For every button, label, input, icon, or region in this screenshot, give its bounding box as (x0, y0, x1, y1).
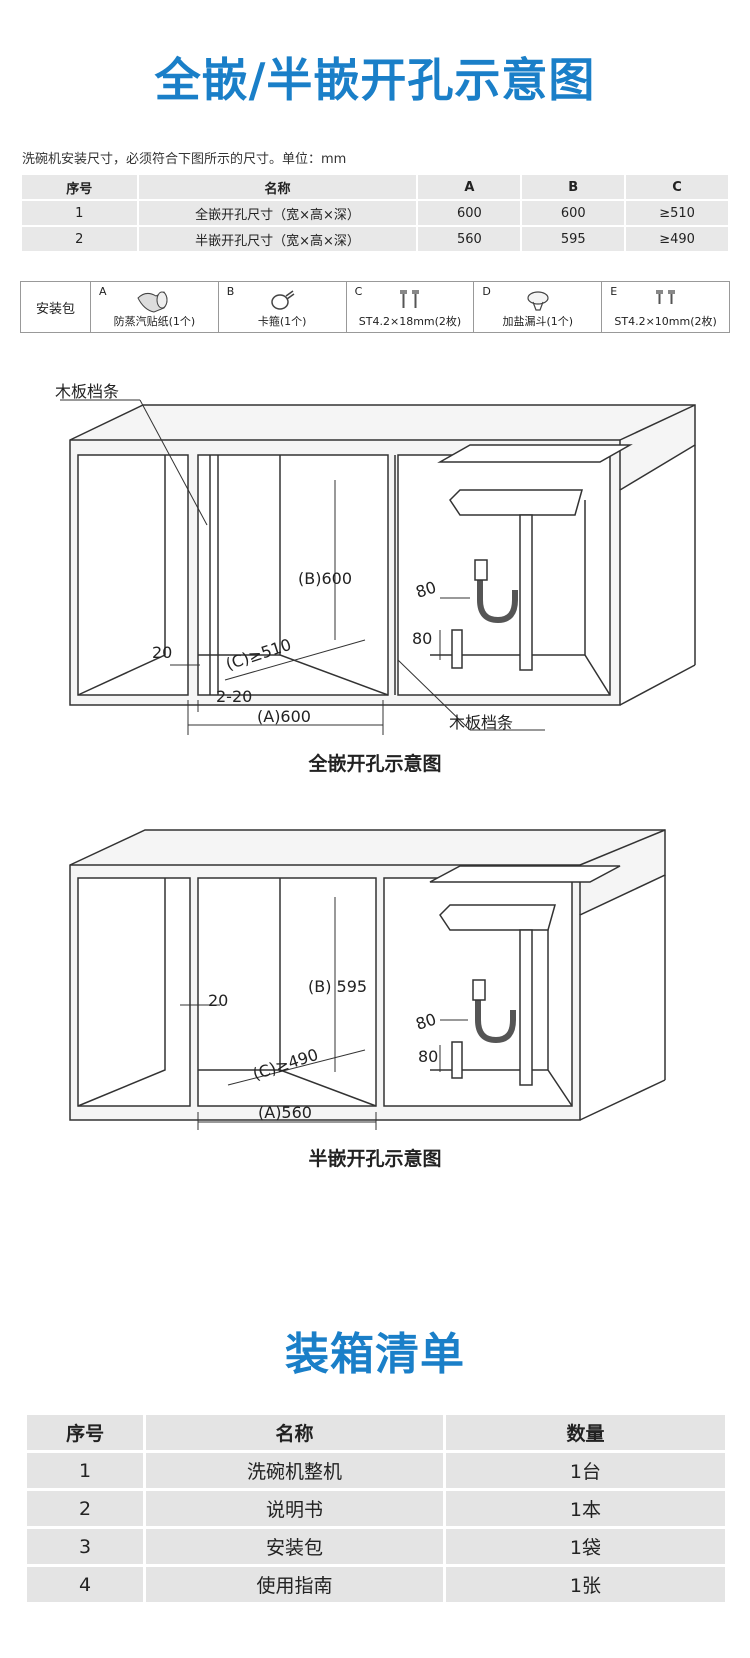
spec-header: 序号 (22, 175, 137, 199)
dim-height: (B) 595 (308, 977, 367, 996)
table-cell: 600 (522, 201, 625, 225)
half-builtin-diagram: (B) 595 (C)≥490 (A)560 20 80 80 (69, 829, 666, 1130)
kit-item-a: A 防蒸汽贴纸(1个) (91, 282, 219, 332)
dim-gap: 20 (152, 643, 172, 662)
packing-header: 序号 (27, 1415, 144, 1450)
kit-letter: C (354, 285, 363, 298)
table-cell: 2 (27, 1491, 144, 1526)
salt-funnel-icon (527, 291, 549, 311)
kit-item-d: D 加盐漏斗(1个) (474, 282, 603, 332)
dim-width: (A)600 (257, 707, 311, 726)
sticker-roll-icon (137, 291, 168, 313)
kit-name: 加盐漏斗(1个) (502, 315, 574, 328)
table-row: 2 说明书 1本 (27, 1491, 725, 1526)
board-label-top: 木板档条 (55, 382, 119, 401)
packing-title: 装箱清单 (285, 1329, 465, 1380)
table-cell: 560 (418, 227, 521, 251)
table-cell: 4 (27, 1567, 144, 1602)
table-cell: 安装包 (146, 1529, 443, 1564)
packing-header-row: 序号 名称 数量 (27, 1415, 725, 1450)
table-row: 2 半嵌开孔尺寸（宽×高×深） 560 595 ≥490 (22, 227, 728, 251)
kit-letter: A (99, 285, 107, 298)
dim-width: (A)560 (258, 1103, 312, 1122)
table-cell: 1 (27, 1453, 144, 1488)
table-cell: 2 (22, 227, 137, 251)
hose-clamp-icon (271, 290, 295, 310)
packing-table: 序号 名称 数量 1 洗碗机整机 1台 2 说明书 1本 3 安装包 1袋 4 … (24, 1412, 728, 1605)
table-row: 3 安装包 1袋 (27, 1529, 725, 1564)
dim-height: (B)600 (298, 569, 352, 588)
table-cell: 全嵌开孔尺寸（宽×高×深） (138, 201, 417, 225)
kit-letter: B (226, 285, 235, 298)
kit-letter: D (482, 285, 491, 298)
page-title: 全嵌/半嵌开孔示意图 (154, 53, 596, 107)
spec-header: B (522, 175, 625, 199)
full-diagram-caption: 全嵌开孔示意图 (308, 753, 442, 775)
kit-name: ST4.2×18mm(2枚) (358, 315, 462, 328)
table-cell: 595 (522, 227, 625, 251)
board-label-bottom: 木板档条 (449, 713, 513, 732)
half-diagram-caption: 半嵌开孔示意图 (308, 1148, 442, 1170)
spec-header: A (418, 175, 521, 199)
table-cell: 说明书 (146, 1491, 443, 1526)
dim-gap-range: 2-20 (216, 687, 252, 706)
table-cell: 3 (27, 1529, 144, 1564)
kit-name: 防蒸汽贴纸(1个) (113, 315, 196, 328)
packing-header: 名称 (146, 1415, 443, 1450)
spec-table: 序号 名称 A B C 1 全嵌开孔尺寸（宽×高×深） 600 600 ≥510… (20, 173, 730, 253)
kit-name: ST4.2×10mm(2枚) (614, 315, 717, 328)
screw-pair-icon (655, 290, 675, 304)
intro-text: 洗碗机安装尺寸，必须符合下图所示的尺寸。单位：mm (22, 152, 347, 167)
table-cell: 1台 (445, 1453, 725, 1488)
spec-header: C (626, 175, 728, 199)
table-cell: ≥490 (626, 227, 728, 251)
table-cell: ≥510 (626, 201, 728, 225)
table-cell: 600 (418, 201, 521, 225)
packing-header: 数量 (445, 1415, 725, 1450)
install-kit-label: 安装包 (21, 282, 91, 332)
install-kit-row: 安装包 A 防蒸汽贴纸(1个) B 卡箍(1个) C ST4.2×18mm(2枚… (20, 281, 730, 333)
kit-item-e: E ST4.2×10mm(2枚) (602, 282, 729, 332)
spec-header: 名称 (138, 175, 417, 199)
dim-pipe-2: 80 (412, 629, 432, 648)
full-builtin-diagram: 木板档条 木板档条 (B)600 (C)≥510 (A)600 20 2-20 … (55, 382, 696, 735)
kit-item-b: B 卡箍(1个) (219, 282, 347, 332)
screw-pair-icon (399, 290, 419, 308)
spec-header-row: 序号 名称 A B C (22, 175, 728, 199)
table-cell: 1本 (445, 1491, 725, 1526)
table-row: 1 全嵌开孔尺寸（宽×高×深） 600 600 ≥510 (22, 201, 728, 225)
table-cell: 1袋 (445, 1529, 725, 1564)
table-cell: 使用指南 (146, 1567, 443, 1602)
table-cell: 1 (22, 201, 137, 225)
dim-gap: 20 (208, 991, 228, 1010)
table-row: 4 使用指南 1张 (27, 1567, 725, 1602)
table-cell: 半嵌开孔尺寸（宽×高×深） (138, 227, 417, 251)
table-cell: 1张 (445, 1567, 725, 1602)
dim-pipe-2: 80 (418, 1047, 438, 1066)
kit-name: 卡箍(1个) (257, 315, 307, 328)
kit-letter: E (610, 285, 618, 298)
table-cell: 洗碗机整机 (146, 1453, 443, 1488)
kit-item-c: C ST4.2×18mm(2枚) (347, 282, 475, 332)
table-row: 1 洗碗机整机 1台 (27, 1453, 725, 1488)
